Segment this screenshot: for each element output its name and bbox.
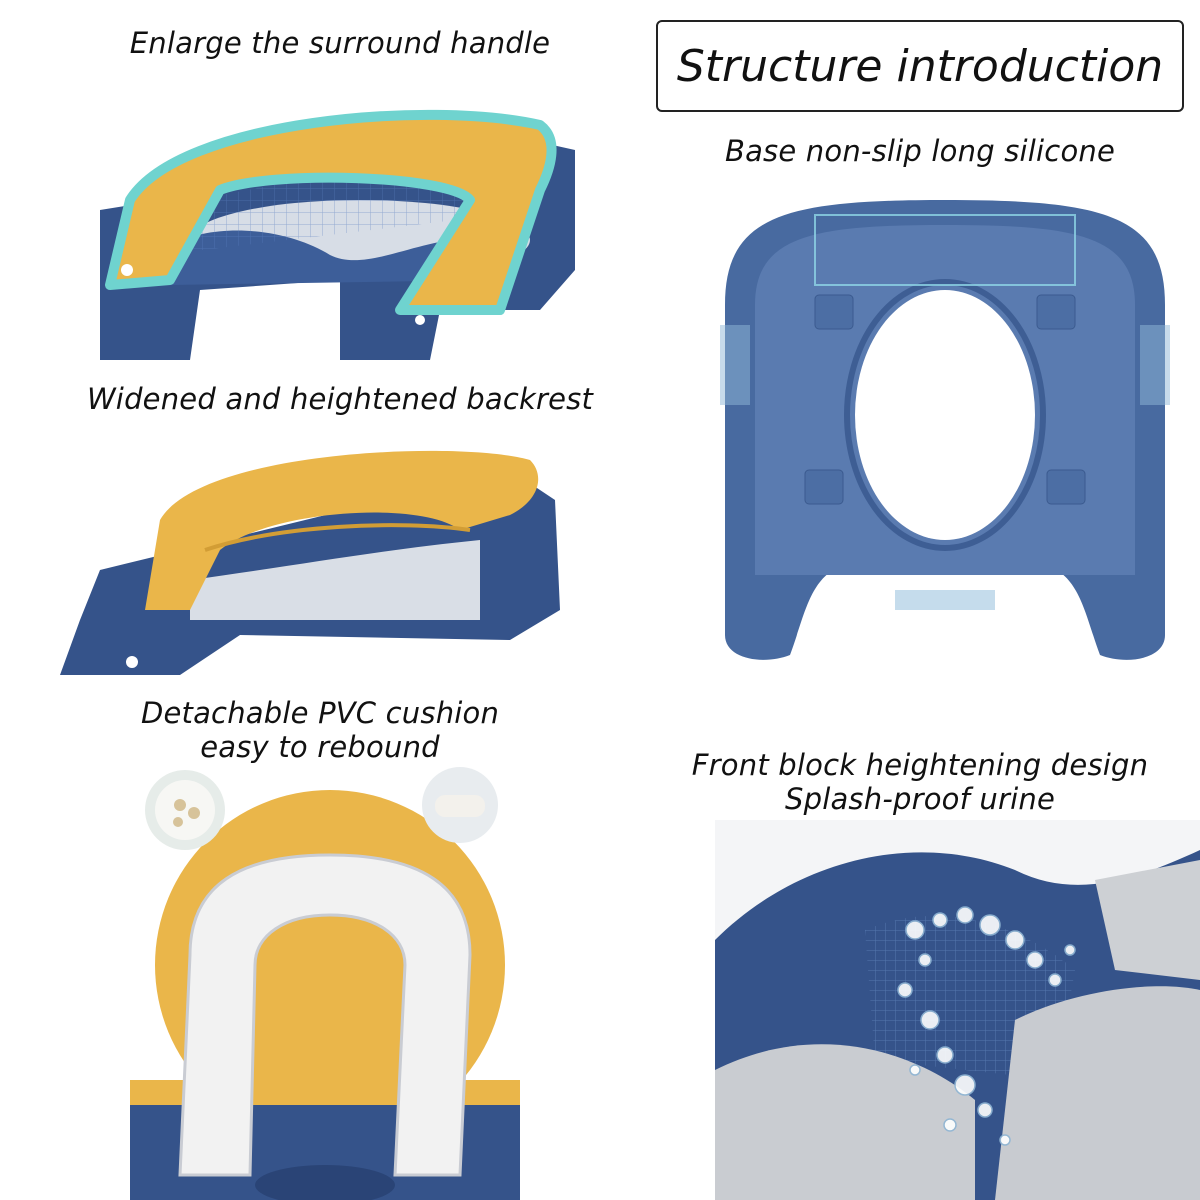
backrest-image — [60, 450, 560, 675]
front-block-image — [715, 820, 1200, 1200]
caption-front-block-line2: Splash-proof urine — [784, 782, 1056, 816]
base-silicone-image — [720, 200, 1170, 660]
surround-handle-image — [100, 109, 575, 360]
structure-title-box: Structure introduction — [656, 20, 1184, 112]
caption-front-block-line1: Front block heightening design — [691, 748, 1149, 782]
page-title: Structure introduction — [676, 40, 1164, 92]
caption-cushion-line1: Detachable PVC cushion — [140, 696, 500, 730]
cushion-image — [130, 767, 520, 1200]
caption-surround-handle: Enlarge the surround handle — [129, 26, 551, 60]
caption-base-silicone: Base non-slip long silicone — [724, 134, 1116, 168]
caption-backrest: Widened and heightened backrest — [86, 382, 594, 416]
caption-cushion-line2: easy to rebound — [200, 730, 440, 764]
